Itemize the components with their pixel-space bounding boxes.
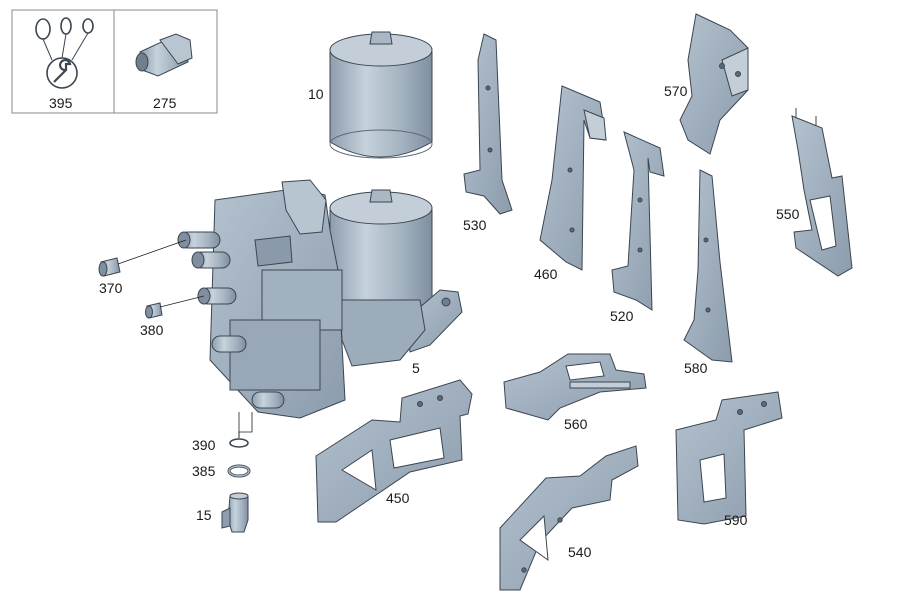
part-540-bracket [499,445,639,591]
wrench-icon [46,57,78,89]
leader-lines [117,239,253,438]
part-15-sensor [221,492,249,533]
part-275-fitting [135,33,193,77]
label-450: 450 [386,490,410,506]
label-15: 15 [196,507,212,523]
label-540: 540 [568,544,592,560]
part-450-bracket [315,379,473,523]
part-580-bracket [683,169,733,363]
label-530: 530 [463,217,487,233]
label-460: 460 [534,266,558,282]
part-385-ring [227,464,251,478]
part-520-bracket [611,131,665,311]
part-590-bracket [675,391,783,525]
label-520: 520 [610,308,634,324]
part-530-bracket [463,33,513,215]
label-580: 580 [684,360,708,376]
part-370-plug [98,257,121,277]
label-370: 370 [99,280,123,296]
label-390: 390 [192,437,216,453]
part-570-bracket [679,13,749,155]
label-275: 275 [153,95,177,111]
label-380: 380 [140,322,164,338]
label-550: 550 [776,206,800,222]
label-570: 570 [664,83,688,99]
label-395: 395 [49,95,73,111]
part-390-o-ring [229,438,249,448]
label-560: 560 [564,416,588,432]
label-590: 590 [724,512,748,528]
part-550-bracket [791,108,853,277]
part-5-air-dryer-unit [177,179,463,419]
part-460-bracket [539,85,607,271]
label-385: 385 [192,463,216,479]
part-395-seal-kit [35,17,94,89]
label-5: 5 [412,360,420,376]
part-380-plug [145,302,163,319]
part-560-bracket [503,353,647,421]
label-10: 10 [308,86,324,102]
part-10-filter-cartridge [329,31,433,159]
